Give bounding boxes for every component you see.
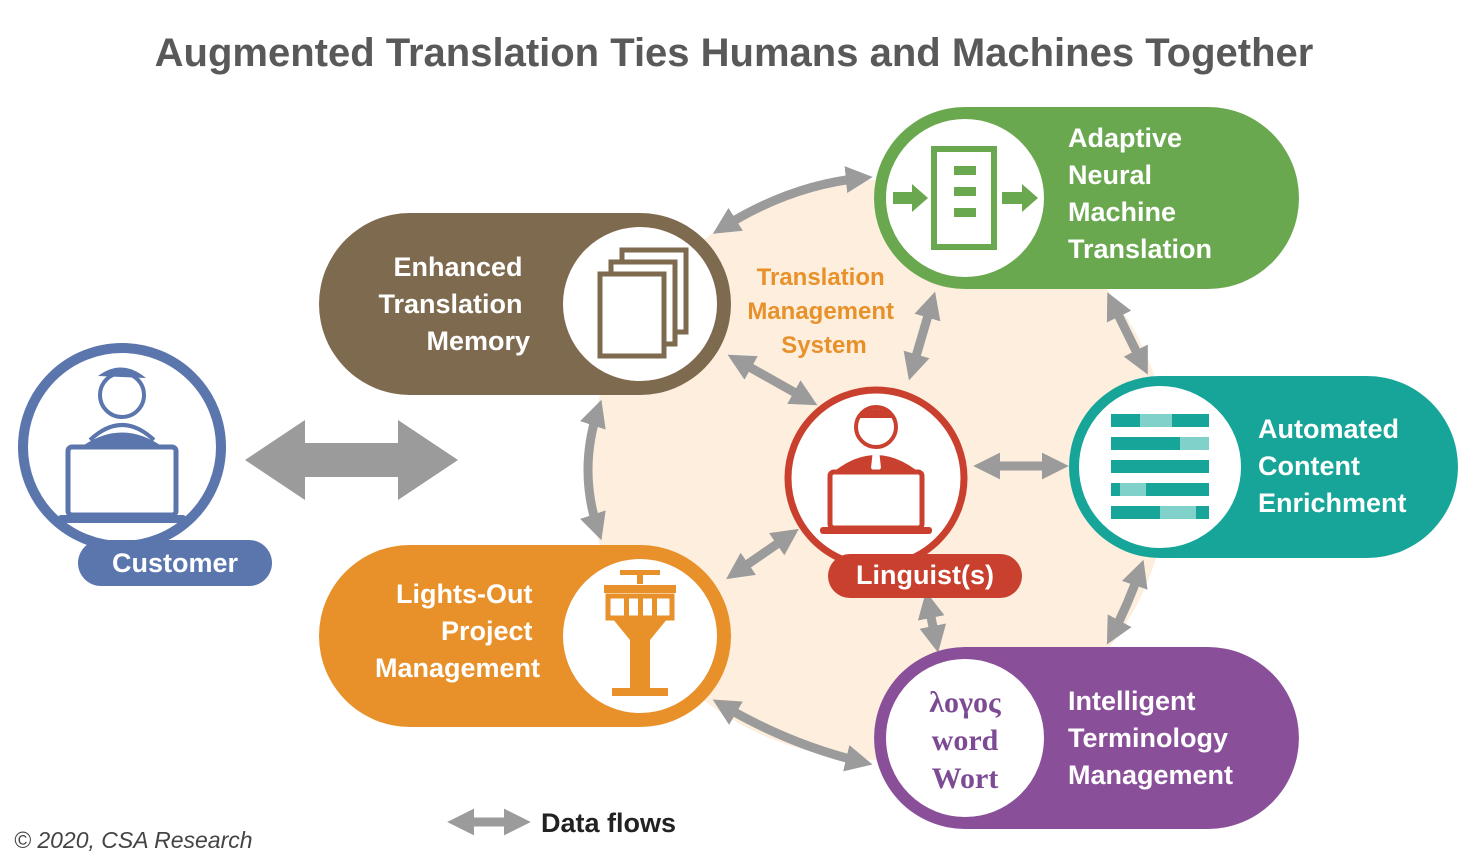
lights-out-project-node: Lights-Out Project Management bbox=[319, 545, 731, 727]
adaptive-mt-node: Adaptive Neural Machine Translation bbox=[874, 107, 1299, 289]
enrichment-label: Automated Content Enrichment bbox=[1258, 414, 1407, 518]
arrow-memory-linguist bbox=[727, 354, 818, 406]
arrow-linguist-terminology bbox=[917, 591, 947, 653]
arrow-mt-enrichment bbox=[1106, 292, 1148, 375]
arrow-memory-project bbox=[580, 399, 606, 541]
legend: Data flows bbox=[447, 808, 676, 838]
enhanced-translation-memory-node: Enhanced Translation Memory bbox=[319, 213, 731, 395]
linguist-label: Linguist(s) bbox=[856, 560, 994, 590]
tms-label: Translation Management System bbox=[747, 264, 900, 359]
customer-data-flow-arrow bbox=[245, 420, 458, 500]
arrow-mt-linguist bbox=[903, 291, 941, 381]
content-enrichment-icon bbox=[1111, 414, 1209, 519]
copyright: © 2020, CSA Research bbox=[14, 827, 253, 853]
arrow-linguist-project bbox=[726, 528, 799, 580]
automated-content-enrichment-node: Automated Content Enrichment bbox=[1069, 376, 1458, 558]
arrow-project-terminology bbox=[712, 699, 873, 772]
linguist-laptop-icon bbox=[820, 469, 932, 534]
linguist-tag bbox=[828, 554, 1022, 598]
linguist-node: Linguist(s) bbox=[784, 386, 1022, 598]
legend-label: Data flows bbox=[541, 808, 676, 838]
diagram-title: Augmented Translation Ties Humans and Ma… bbox=[155, 31, 1314, 75]
project-label: Lights-Out Project Management bbox=[375, 579, 540, 683]
stacked-documents-icon bbox=[597, 247, 689, 359]
intelligent-terminology-node: λογος word Wort Intelligent Terminology … bbox=[874, 647, 1299, 829]
customer-tag bbox=[78, 540, 272, 586]
memory-label: Enhanced Translation Memory bbox=[378, 252, 530, 356]
mt-label: Adaptive Neural Machine Translation bbox=[1068, 123, 1212, 264]
terminology-icon: λογος word Wort bbox=[929, 686, 1001, 795]
arrow-memory-mt bbox=[712, 166, 873, 234]
term-greek: λογος bbox=[929, 686, 1001, 719]
terminology-icon-circle bbox=[880, 653, 1050, 823]
customer-label: Customer bbox=[112, 548, 239, 578]
terminology-label: Intelligent Terminology Management bbox=[1068, 686, 1236, 790]
control-tower-icon bbox=[604, 570, 676, 696]
term-english: word bbox=[932, 724, 999, 757]
customer-laptop-icon bbox=[58, 444, 186, 523]
customer-node: Customer bbox=[18, 343, 272, 586]
term-german: Wort bbox=[932, 762, 999, 795]
data-flow-arrows bbox=[580, 166, 1148, 772]
arrow-enrichment-terminology bbox=[1106, 559, 1148, 645]
machine-translation-icon bbox=[893, 146, 1038, 250]
